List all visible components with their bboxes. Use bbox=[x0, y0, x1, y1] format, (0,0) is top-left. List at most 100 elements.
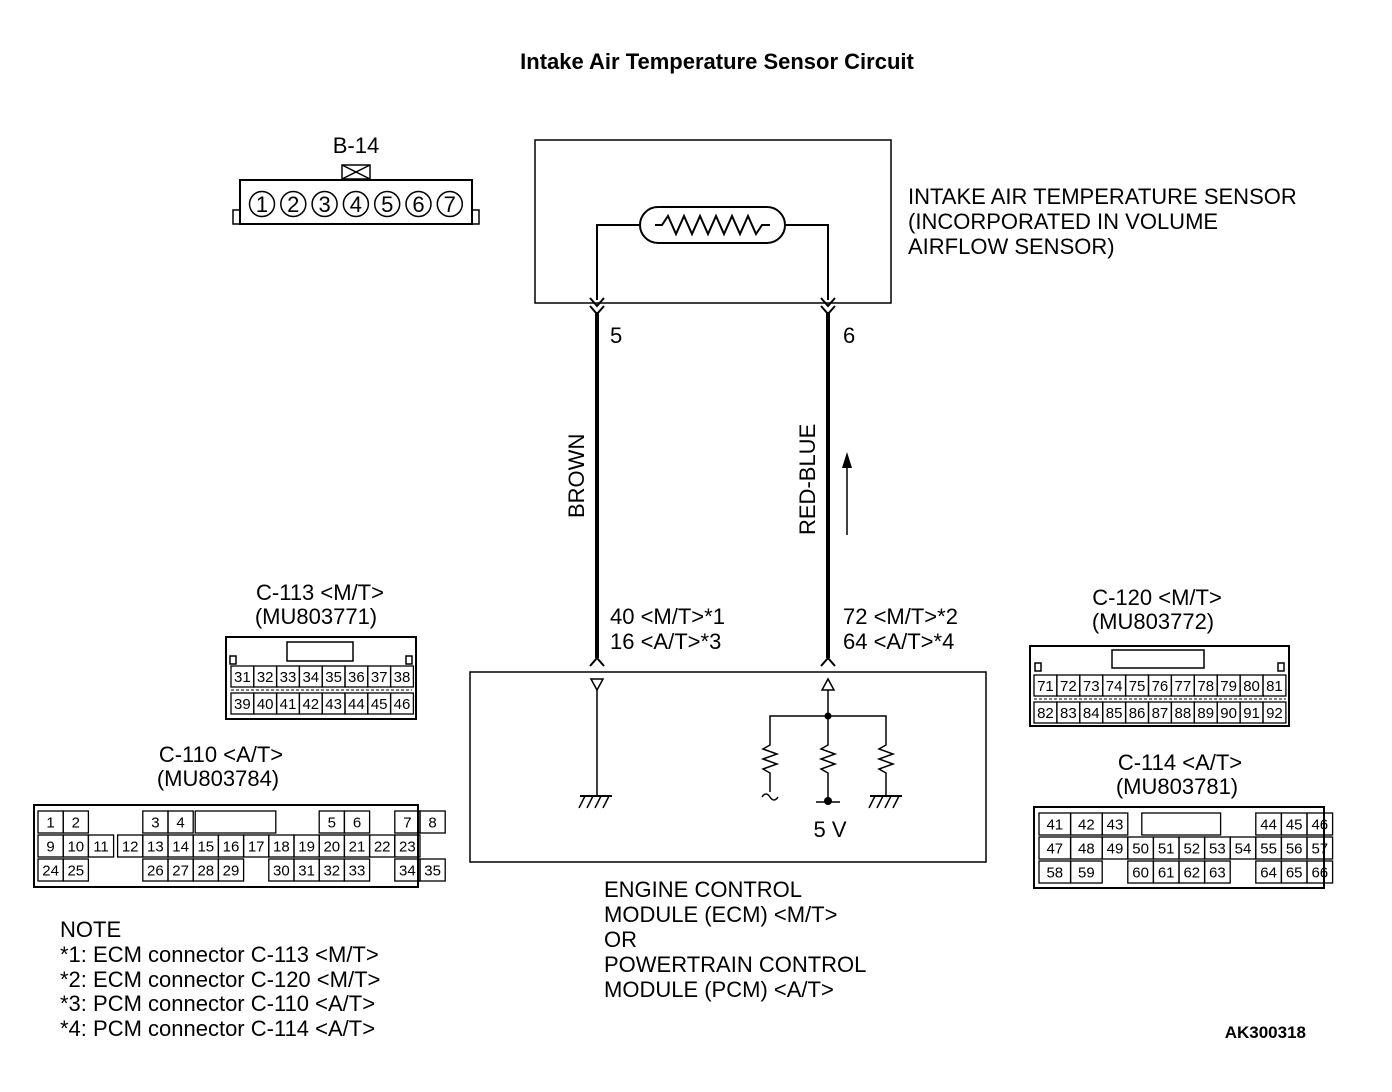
connector-c114-pin: 49 bbox=[1101, 836, 1129, 860]
connector-c120-body bbox=[1029, 645, 1290, 727]
svg-text:26: 26 bbox=[147, 863, 164, 880]
note-line: *1: ECM connector C-113 <M/T> bbox=[60, 942, 379, 967]
sensor-housing bbox=[534, 139, 892, 304]
svg-text:23: 23 bbox=[399, 839, 416, 856]
note-line: *2: ECM connector C-120 <M/T> bbox=[60, 967, 380, 992]
terminal-6-connector-mark bbox=[820, 297, 836, 308]
connector-c114-pin: 50 bbox=[1127, 836, 1155, 860]
connector-c110-pin: 11 bbox=[87, 834, 115, 858]
connector-c110-pin: 26 bbox=[142, 858, 169, 882]
svg-text:4: 4 bbox=[176, 815, 184, 832]
connector-c114-pin: 60 bbox=[1127, 860, 1155, 884]
ecm-terminal-right-line: 72 <M/T>*2 bbox=[843, 604, 958, 629]
ecm-terminal-left-triangle bbox=[589, 678, 605, 692]
svg-text:66: 66 bbox=[1311, 865, 1328, 882]
connector-c120-name: C-120 <M/T> bbox=[1092, 585, 1222, 610]
svg-text:9: 9 bbox=[46, 839, 54, 856]
connector-c113-body bbox=[225, 636, 417, 720]
connector-c120-pin: 88 bbox=[1170, 701, 1195, 724]
connector-c110-part: (MU803784) bbox=[157, 766, 279, 791]
svg-text:48: 48 bbox=[1078, 841, 1095, 858]
sensor-label-line: AIRFLOW SENSOR) bbox=[908, 234, 1115, 259]
diagram-code: AK300318 bbox=[1225, 1023, 1306, 1042]
svg-text:90: 90 bbox=[1220, 705, 1237, 722]
svg-text:44: 44 bbox=[1260, 817, 1277, 834]
ecm-label-line: POWERTRAIN CONTROL bbox=[604, 952, 866, 977]
connector-c114-pin: 64 bbox=[1255, 860, 1283, 884]
connector-c113-pin: 38 bbox=[389, 665, 415, 688]
connector-c110-lock bbox=[194, 810, 277, 834]
svg-text:55: 55 bbox=[1260, 841, 1277, 858]
svg-text:46: 46 bbox=[394, 696, 411, 713]
connector-c114-body bbox=[1033, 806, 1325, 889]
connector-c110-pin: 25 bbox=[62, 858, 90, 882]
svg-text:7: 7 bbox=[403, 815, 411, 832]
connector-b14-name: B-14 bbox=[333, 133, 379, 158]
connector-c114-pin: 56 bbox=[1280, 836, 1308, 860]
ecm-terminal-right-triangle bbox=[820, 677, 836, 691]
note-heading: NOTE bbox=[60, 917, 121, 942]
svg-text:82: 82 bbox=[1037, 705, 1054, 722]
signal-direction-arrowhead bbox=[842, 452, 852, 468]
connector-c114-pin: 46 bbox=[1306, 812, 1334, 836]
connector-c114-pin: 58 bbox=[1038, 860, 1072, 884]
svg-text:44: 44 bbox=[348, 696, 365, 713]
connector-c114-pin: 55 bbox=[1255, 836, 1283, 860]
ground-symbol bbox=[868, 795, 902, 809]
sensor-internal-wire-right bbox=[785, 224, 829, 300]
connector-b14-pin: 6 bbox=[405, 190, 432, 218]
connector-c110-pin: 32 bbox=[318, 858, 346, 882]
connector-c110-pin: 34 bbox=[394, 858, 421, 882]
note-line: *3: PCM connector C-110 <A/T> bbox=[60, 991, 375, 1016]
connector-c113-pin: 43 bbox=[321, 692, 346, 715]
svg-text:32: 32 bbox=[323, 863, 340, 880]
connector-c110-pin: 19 bbox=[293, 834, 320, 858]
thermistor-resistor-symbol bbox=[655, 213, 770, 237]
connector-c114-pin: 53 bbox=[1203, 836, 1231, 860]
svg-text:18: 18 bbox=[273, 839, 290, 856]
ecm-label-line: MODULE (PCM) <A/T> bbox=[604, 977, 834, 1002]
svg-text:21: 21 bbox=[349, 839, 366, 856]
svg-text:31: 31 bbox=[298, 863, 315, 880]
ecm-pcm-module: 5 V ENGINE CONTROL MODULE (ECM) <M/T> OR… bbox=[469, 671, 987, 1002]
svg-text:34: 34 bbox=[399, 863, 416, 880]
svg-text:31: 31 bbox=[234, 669, 251, 686]
svg-text:3: 3 bbox=[318, 192, 330, 217]
svg-text:81: 81 bbox=[1266, 678, 1283, 695]
svg-text:84: 84 bbox=[1083, 705, 1100, 722]
svg-text:39: 39 bbox=[234, 696, 251, 713]
svg-text:14: 14 bbox=[172, 839, 189, 856]
connector-c110-pin: 15 bbox=[192, 834, 220, 858]
svg-text:38: 38 bbox=[394, 669, 411, 686]
svg-text:91: 91 bbox=[1243, 705, 1260, 722]
connector-c120-pin: 82 bbox=[1033, 701, 1058, 724]
connector-c110-pin: 6 bbox=[343, 810, 371, 834]
connector-c110-pin: 28 bbox=[192, 858, 220, 882]
svg-text:75: 75 bbox=[1129, 678, 1146, 695]
connector-c120-pin: 75 bbox=[1124, 674, 1150, 697]
connector-b14-pin: 1 bbox=[248, 190, 276, 218]
svg-text:7: 7 bbox=[444, 192, 456, 217]
svg-text:6: 6 bbox=[353, 815, 361, 832]
connector-c114-pin: 54 bbox=[1229, 836, 1257, 860]
svg-text:5: 5 bbox=[328, 815, 336, 832]
svg-text:36: 36 bbox=[348, 669, 365, 686]
svg-text:76: 76 bbox=[1152, 678, 1169, 695]
svg-text:35: 35 bbox=[325, 669, 342, 686]
connector-c110-pin: 29 bbox=[217, 858, 245, 882]
connector-c120-lock bbox=[1111, 649, 1205, 669]
svg-text:72: 72 bbox=[1060, 678, 1077, 695]
connector-c110-pin: 12 bbox=[116, 834, 144, 858]
svg-text:57: 57 bbox=[1311, 841, 1328, 858]
pull-up-resistor bbox=[818, 740, 838, 798]
connector-c110-pin: 4 bbox=[167, 810, 194, 834]
connector-c120-pin: 73 bbox=[1079, 674, 1104, 697]
svg-text:46: 46 bbox=[1311, 817, 1328, 834]
connector-c113-lock bbox=[286, 641, 354, 662]
svg-text:16: 16 bbox=[223, 839, 240, 856]
connector-c113-pin: 44 bbox=[344, 692, 369, 715]
svg-text:32: 32 bbox=[257, 669, 274, 686]
svg-text:33: 33 bbox=[349, 863, 366, 880]
